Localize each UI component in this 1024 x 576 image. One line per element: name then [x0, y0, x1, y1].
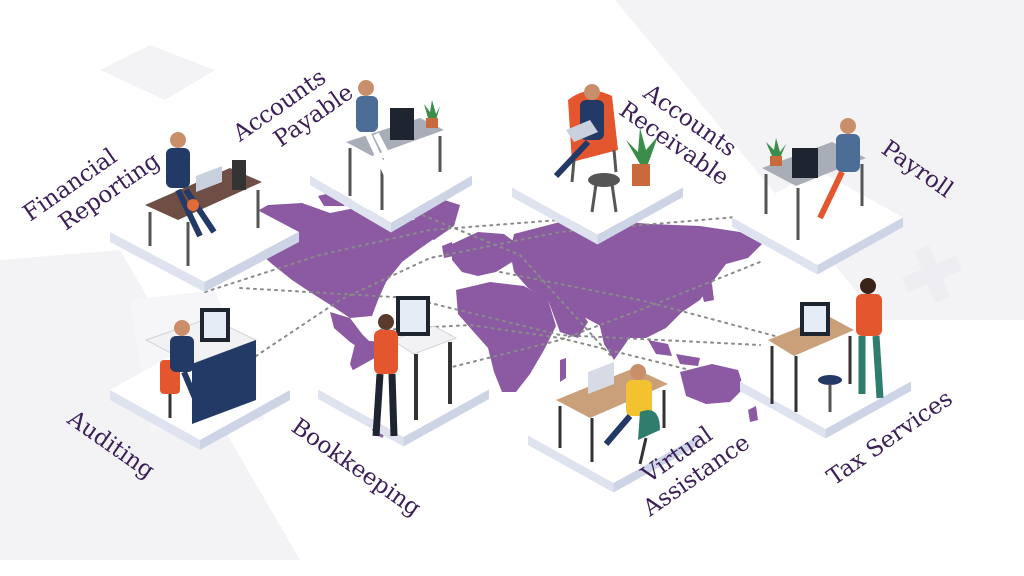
station-payroll: [732, 118, 903, 275]
person-icon: [603, 364, 652, 446]
monitor-icon: [800, 302, 830, 336]
laptop-icon: [588, 362, 614, 394]
station-bookkeeping: [318, 296, 489, 447]
station-virtual-assistance: [528, 362, 699, 493]
laptop-icon: [566, 120, 598, 142]
side-table-icon: [588, 173, 620, 213]
person-icon: [166, 132, 217, 238]
chair-icon: [638, 410, 660, 465]
stool-icon: [818, 375, 842, 412]
person-icon: [553, 84, 604, 179]
label-accounts-payable: Accounts Payable: [228, 56, 359, 170]
person-icon: [170, 320, 203, 412]
station-accounts-payable: [310, 80, 472, 233]
person-icon: [817, 118, 860, 220]
station-auditing: [110, 308, 290, 450]
person-icon: [356, 80, 403, 184]
station-tax-services: [740, 278, 911, 439]
lamp-icon: [187, 199, 199, 211]
person-icon: [856, 278, 884, 399]
plant-icon: [766, 138, 786, 166]
laptop-icon: [196, 166, 222, 192]
world-map: [238, 176, 762, 438]
monitor-icon: [792, 148, 818, 178]
plus-shape: [902, 245, 962, 303]
person-icon: [372, 314, 398, 437]
binder-icon: [232, 160, 246, 190]
station-financial-reporting: [110, 132, 299, 292]
monitor-icon: [390, 108, 414, 140]
monitor-icon: [396, 296, 430, 336]
plant-icon: [424, 100, 440, 128]
plant-icon: [626, 128, 658, 186]
station-accounts-receivable: [512, 84, 683, 245]
monitor-icon: [200, 308, 230, 342]
